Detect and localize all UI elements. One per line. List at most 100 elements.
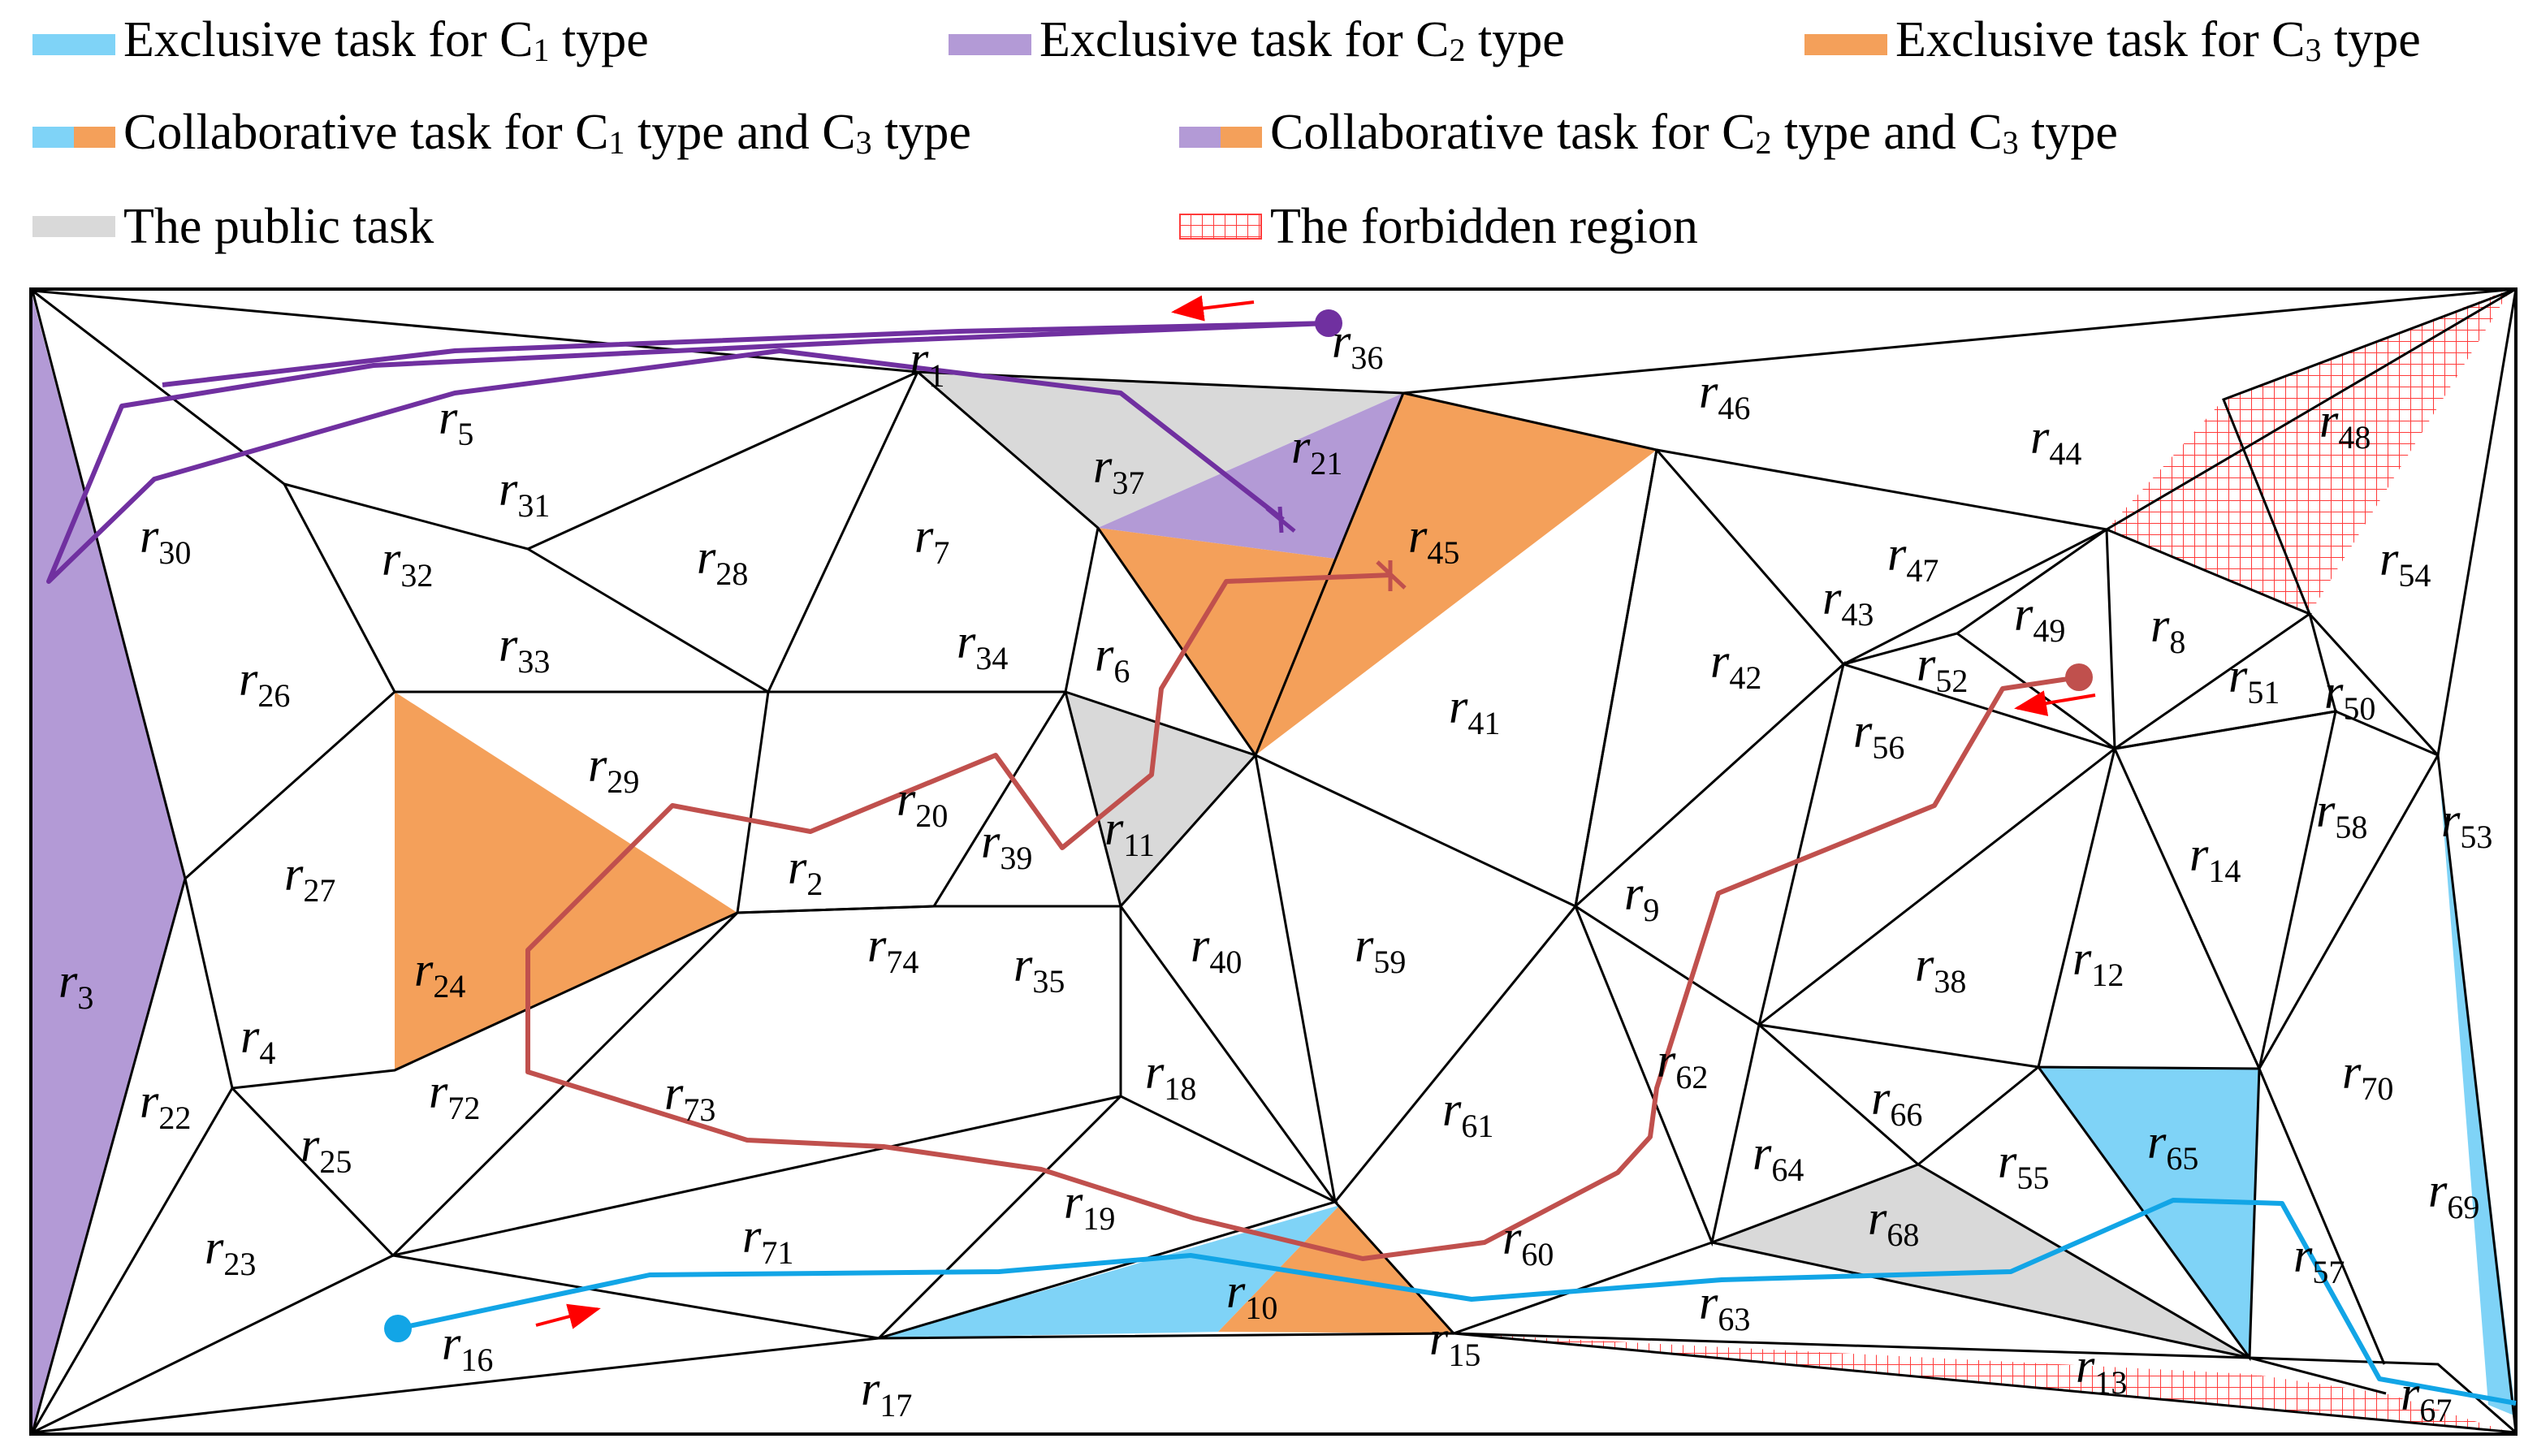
c1-start-dot bbox=[384, 1315, 412, 1342]
region-label-2: r2 bbox=[788, 840, 823, 902]
region-label-55: r55 bbox=[1998, 1134, 2049, 1196]
region-label-73: r73 bbox=[664, 1066, 715, 1128]
region-label-51: r51 bbox=[2228, 649, 2280, 711]
region-label-34: r34 bbox=[957, 615, 1008, 676]
c2-half-swatch bbox=[1179, 127, 1221, 148]
region-label-13: r13 bbox=[2076, 1339, 2127, 1401]
region-label-47: r47 bbox=[1887, 527, 1938, 589]
region-label-40: r40 bbox=[1191, 918, 1242, 980]
c3-swatch bbox=[1804, 34, 1887, 55]
legend-c2-exclusive: Exclusive task for C2 type bbox=[949, 12, 1565, 73]
region-label-71: r71 bbox=[742, 1209, 793, 1271]
c3-half-swatch bbox=[74, 127, 115, 148]
region-label-59: r59 bbox=[1355, 918, 1406, 980]
region-label-33: r33 bbox=[499, 618, 550, 680]
region-label-63: r63 bbox=[1699, 1276, 1750, 1337]
region-label-26: r26 bbox=[239, 652, 290, 714]
region-label-42: r42 bbox=[1710, 634, 1761, 696]
region-label-1: r1 bbox=[910, 332, 944, 394]
legend: Exclusive task for C1 type Exclusive tas… bbox=[0, 0, 2537, 276]
legend-c1-exclusive: Exclusive task for C1 type bbox=[32, 12, 649, 73]
legend-c1-c3-collab: Collaborative task for C1 type and C3 ty… bbox=[32, 105, 971, 166]
c3-direction-arrow bbox=[2014, 690, 2096, 716]
path-c3 bbox=[525, 572, 2080, 1261]
region-label-57: r57 bbox=[2293, 1229, 2345, 1290]
region-label-19: r19 bbox=[1064, 1175, 1115, 1237]
region-label-74: r74 bbox=[867, 918, 918, 980]
path-c2-return bbox=[162, 321, 1329, 387]
region-label-39: r39 bbox=[981, 814, 1032, 876]
c1-swatch bbox=[32, 34, 115, 55]
region-label-50: r50 bbox=[2324, 665, 2375, 727]
region-21-c2 bbox=[1098, 393, 1403, 559]
c3-end-cross bbox=[1376, 560, 1407, 591]
region-label-53: r53 bbox=[2441, 793, 2492, 855]
path-c2 bbox=[46, 321, 1329, 584]
region-label-28: r28 bbox=[697, 530, 748, 592]
region-label-16: r16 bbox=[442, 1316, 493, 1378]
region-label-5: r5 bbox=[439, 391, 473, 452]
region-68-public bbox=[1712, 1164, 2250, 1358]
region-label-11: r11 bbox=[1104, 801, 1155, 863]
c3-start-dot bbox=[2065, 663, 2093, 691]
robot-paths bbox=[46, 321, 2517, 1406]
path-c1 bbox=[397, 1198, 2517, 1406]
region-labels: r1r2r3r4r5r6r7r8r9r10r11r12r13r14r15r16r… bbox=[58, 314, 2492, 1428]
region-label-31: r31 bbox=[499, 462, 550, 524]
region-label-49: r49 bbox=[2014, 587, 2065, 649]
region-label-65: r65 bbox=[2147, 1115, 2198, 1177]
region-label-38: r38 bbox=[1915, 938, 1966, 1000]
legend-c3-exclusive: Exclusive task for C3 type bbox=[1804, 12, 2421, 73]
region-label-48: r48 bbox=[2319, 394, 2371, 456]
region-3-c2 bbox=[31, 291, 185, 1432]
region-label-30: r30 bbox=[140, 509, 191, 571]
region-label-44: r44 bbox=[2030, 410, 2081, 472]
region-label-46: r46 bbox=[1699, 365, 1750, 426]
region-label-35: r35 bbox=[1014, 938, 1065, 1000]
c3-half-swatch bbox=[1221, 127, 1262, 148]
region-label-62: r62 bbox=[1657, 1034, 1708, 1095]
forbidden-swatch bbox=[1179, 214, 1262, 240]
region-37-public bbox=[918, 372, 1403, 528]
region-label-9: r9 bbox=[1624, 866, 1659, 928]
region-label-4: r4 bbox=[240, 1009, 275, 1071]
region-label-24: r24 bbox=[414, 943, 465, 1005]
region-label-12: r12 bbox=[2072, 931, 2124, 993]
region-label-21: r21 bbox=[1291, 420, 1342, 482]
region-label-61: r61 bbox=[1442, 1082, 1493, 1144]
region-label-22: r22 bbox=[140, 1074, 191, 1136]
c2-direction-arrow bbox=[1171, 295, 1255, 322]
region-label-20: r20 bbox=[897, 772, 948, 834]
region-label-60: r60 bbox=[1502, 1211, 1554, 1272]
c2-swatch bbox=[949, 34, 1031, 55]
region-label-14: r14 bbox=[2189, 827, 2241, 889]
mesh-edges bbox=[29, 287, 2518, 1436]
region-label-7: r7 bbox=[914, 509, 949, 571]
region-10-c3 bbox=[1218, 1205, 1454, 1333]
legend-public: The public task bbox=[32, 198, 434, 255]
region-label-18: r18 bbox=[1145, 1045, 1196, 1107]
region-label-27: r27 bbox=[284, 847, 335, 909]
region-11-public bbox=[1065, 692, 1256, 906]
region-label-3: r3 bbox=[58, 954, 93, 1016]
region-label-56: r56 bbox=[1853, 704, 1904, 766]
region-label-8: r8 bbox=[2150, 598, 2185, 660]
region-label-69: r69 bbox=[2428, 1164, 2479, 1225]
region-label-15: r15 bbox=[1429, 1311, 1480, 1373]
region-label-58: r58 bbox=[2316, 784, 2367, 845]
forbidden-region-48 bbox=[2107, 289, 2511, 614]
region-label-66: r66 bbox=[1871, 1071, 1922, 1133]
legend-c2-c3-collab: Collaborative task for C2 type and C3 ty… bbox=[1179, 105, 2118, 166]
region-label-52: r52 bbox=[1917, 637, 1968, 699]
c1-half-swatch bbox=[32, 127, 74, 148]
region-label-43: r43 bbox=[1822, 571, 1874, 633]
region-label-37: r37 bbox=[1093, 439, 1144, 501]
path-markers bbox=[384, 295, 2096, 1342]
c2-end-cross bbox=[1265, 506, 1296, 534]
region-label-54: r54 bbox=[2379, 532, 2431, 594]
region-label-32: r32 bbox=[382, 532, 433, 594]
region-label-36: r36 bbox=[1332, 314, 1383, 376]
region-label-70: r70 bbox=[2342, 1045, 2393, 1107]
forbidden-region-67 bbox=[2250, 1374, 2511, 1432]
